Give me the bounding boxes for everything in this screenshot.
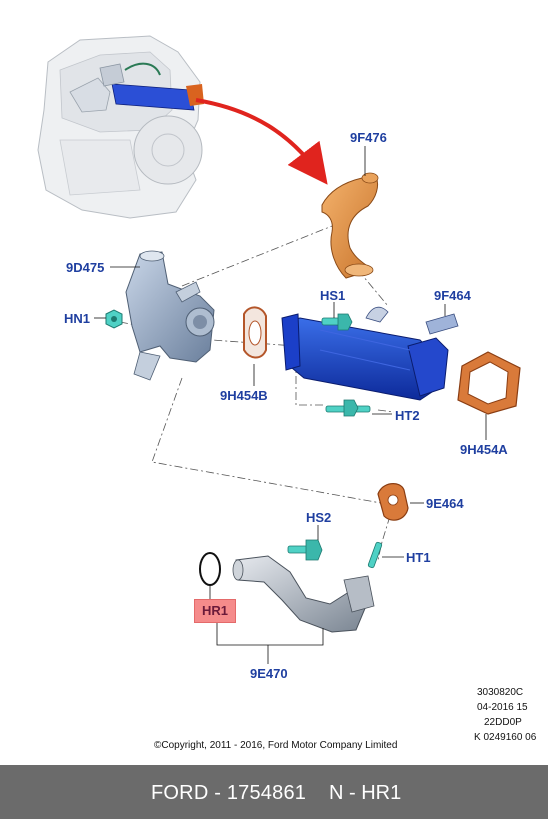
footer-bar: FORD - 1754861 N - HR1 bbox=[0, 765, 548, 819]
label-ht1: HT1 bbox=[406, 550, 431, 565]
label-hn1: HN1 bbox=[64, 311, 91, 326]
label-9f464: 9F464 bbox=[434, 288, 471, 303]
stud-hs2 bbox=[287, 539, 323, 561]
exploded-parts-diagram bbox=[37, 35, 521, 664]
label-9d475: 9D475 bbox=[66, 260, 105, 275]
o-ring-hr1 bbox=[199, 552, 221, 586]
stud-ht1 bbox=[367, 541, 383, 569]
label-hr1-highlighted: HR1 bbox=[194, 599, 236, 623]
ref-code-2: 04-2016 15 bbox=[477, 702, 528, 713]
ref-code-4: K 0249160 06 bbox=[474, 732, 537, 743]
leader-lines bbox=[94, 146, 487, 664]
stud-hs1 bbox=[321, 313, 353, 331]
copyright-notice: ©Copyright, 2011 - 2016, Ford Motor Comp… bbox=[154, 740, 398, 751]
ref-code-1: 3030820C bbox=[477, 687, 524, 698]
label-9h454b: 9H454B bbox=[220, 388, 268, 403]
label-hs2: HS2 bbox=[306, 510, 332, 525]
gasket-9e464 bbox=[377, 483, 409, 521]
label-9h454a: 9H454A bbox=[460, 442, 508, 457]
label-9e464: 9E464 bbox=[426, 496, 464, 511]
engine-thumbnail bbox=[37, 35, 204, 219]
label-ht2: HT2 bbox=[395, 408, 420, 423]
footer-reference: N - HR1 bbox=[329, 782, 402, 804]
coolant-housing-9d475 bbox=[125, 250, 215, 381]
stud-ht2 bbox=[325, 399, 371, 417]
footer-part-number: FORD - 1754861 bbox=[151, 782, 307, 804]
egr-cooler-9f464 bbox=[281, 306, 459, 401]
label-9e470: 9E470 bbox=[250, 666, 288, 681]
label-hs1: HS1 bbox=[320, 288, 346, 303]
gasket-9h454b bbox=[243, 306, 267, 359]
egr-pipe-9f476 bbox=[321, 172, 379, 279]
gasket-9h454a bbox=[457, 351, 521, 415]
label-9f476: 9F476 bbox=[350, 130, 387, 145]
location-arrow bbox=[195, 98, 328, 185]
ref-code-3: 22DD0P bbox=[484, 717, 522, 728]
nut-hn1 bbox=[105, 309, 123, 329]
egr-tube-9e470 bbox=[232, 555, 375, 633]
